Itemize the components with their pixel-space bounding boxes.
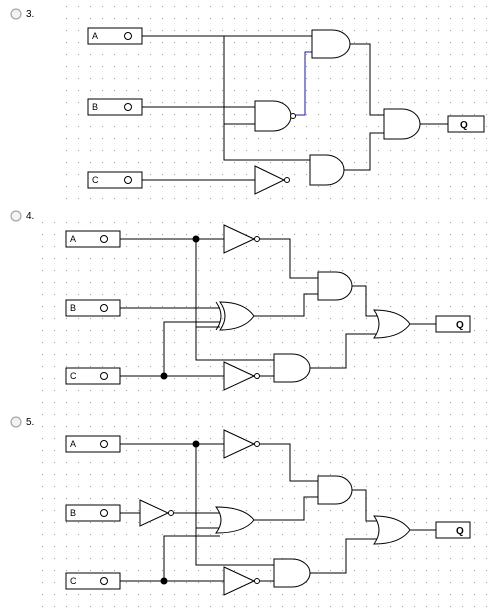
and-gate [383, 108, 421, 140]
output-q-label: Q [460, 120, 468, 131]
output-q-box: Q [435, 315, 471, 333]
output-q-box: Q [435, 521, 471, 539]
input-a-box: A [65, 230, 121, 248]
wires-q4 [120, 238, 436, 377]
answer-radio-5[interactable] [10, 416, 22, 428]
input-a-box: A [87, 27, 143, 45]
not-bubble [284, 177, 290, 183]
and-gate [317, 475, 353, 505]
junction-dot [160, 577, 168, 585]
and-gate [309, 154, 345, 186]
and-gate [273, 353, 311, 383]
input-c-pin [100, 372, 108, 380]
nand-gate [254, 100, 292, 132]
junction-dot [160, 372, 168, 380]
input-b-label: B [70, 508, 76, 518]
input-c-box: C [65, 572, 121, 590]
question-number-5: 5. [26, 417, 34, 428]
answer-radio-3[interactable] [10, 8, 22, 20]
input-c-label: C [70, 371, 77, 381]
input-c-box: C [87, 171, 143, 189]
input-b-label: B [70, 303, 76, 313]
output-q-label: Q [456, 526, 464, 537]
nand-bubble [290, 113, 296, 119]
input-c-label: C [70, 576, 77, 586]
not-bubble [254, 441, 260, 447]
input-a-label: A [70, 439, 76, 449]
question-number-4: 4. [26, 211, 34, 222]
junction-dot [192, 440, 200, 448]
not-gate [223, 429, 256, 459]
and-gate [317, 271, 353, 301]
question-4: 4. A B C [10, 210, 471, 391]
junction-dot [192, 235, 200, 243]
output-q-box: Q [447, 115, 485, 133]
input-a-pin [100, 440, 108, 448]
input-b-box: B [65, 504, 121, 522]
or-gate [373, 309, 411, 339]
not-gate [223, 224, 256, 254]
xor-gate [215, 301, 255, 331]
not-bubble [254, 373, 260, 379]
or-gate [214, 506, 255, 534]
not-gate [223, 361, 256, 391]
input-a-pin [100, 235, 108, 243]
question-5: 5. A B C [10, 416, 471, 596]
input-c-pin [100, 577, 108, 585]
input-c-label: C [92, 175, 99, 185]
input-b-pin [124, 103, 132, 111]
not-bubble [254, 578, 260, 584]
not-bubble [168, 510, 174, 516]
input-a-pin [124, 32, 132, 40]
wires-q3 [142, 35, 448, 181]
input-a-label: A [92, 31, 98, 41]
input-b-label: B [92, 102, 98, 112]
and-gate [273, 558, 311, 588]
not-gate [223, 566, 256, 596]
input-b-box: B [87, 98, 143, 116]
wires-q5 [120, 443, 436, 582]
input-b-pin [100, 304, 108, 312]
input-c-box: C [65, 367, 121, 385]
question-3: 3. A B C [10, 8, 485, 195]
not-gate [254, 165, 286, 195]
not-bubble [254, 236, 260, 242]
and-gate [311, 29, 351, 59]
input-b-box: B [65, 299, 121, 317]
or-gate [373, 515, 411, 545]
input-b-pin [100, 509, 108, 517]
input-c-pin [124, 176, 132, 184]
output-q-label: Q [456, 320, 464, 331]
input-a-label: A [70, 234, 76, 244]
not-gate [139, 499, 170, 527]
question-number-3: 3. [26, 9, 34, 20]
input-a-box: A [65, 435, 121, 453]
answer-radio-4[interactable] [10, 210, 22, 222]
